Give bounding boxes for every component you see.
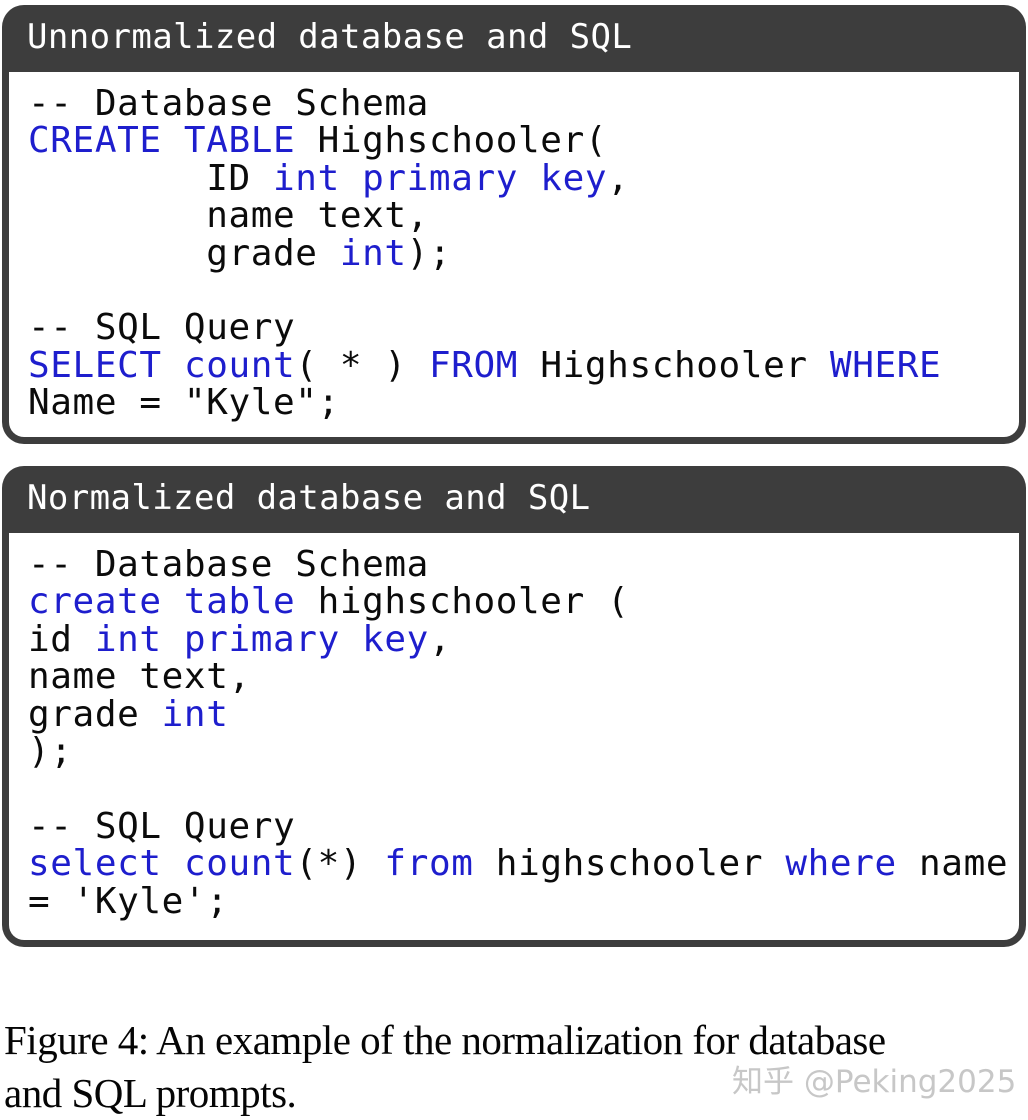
- figure-caption-line1: Figure 4: An example of the normalizatio…: [4, 1017, 886, 1063]
- figure-caption-line2: and SQL prompts.: [4, 1070, 297, 1116]
- unnormalized-sql-panel: Unnormalized database and SQL -- Databas…: [2, 5, 1026, 444]
- panel-title: Unnormalized database and SQL: [27, 17, 633, 57]
- panel-title: Normalized database and SQL: [27, 478, 591, 518]
- watermark: 知乎 @Peking2025: [732, 1064, 1017, 1100]
- figure-caption: Figure 4: An example of the normalizatio…: [4, 1014, 1026, 1120]
- normalized-sql-panel: Normalized database and SQL -- Database …: [2, 466, 1026, 947]
